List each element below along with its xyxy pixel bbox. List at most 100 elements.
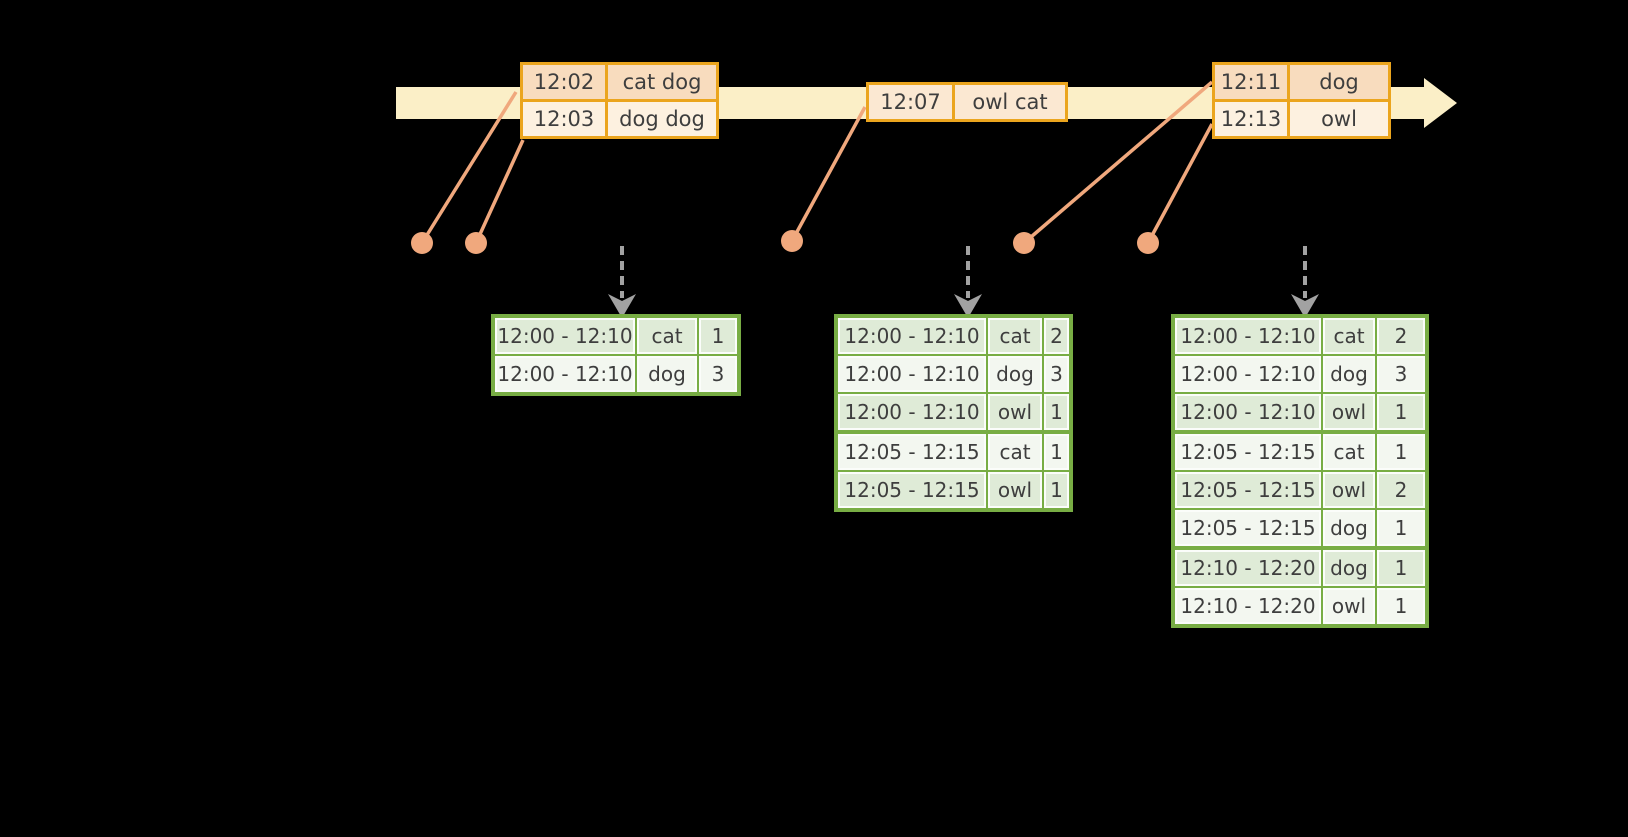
result-table-1: 12:00 - 12:10 cat 1 12:00 - 12:10 dog 3 — [491, 314, 741, 396]
table-row: 12:05 - 12:15 cat 1 — [838, 434, 1069, 470]
event-connector-lines — [420, 80, 1214, 245]
window-group: 12:00 - 12:10 cat 2 12:00 - 12:10 dog 3 … — [1175, 318, 1425, 430]
trigger-arrowheads — [608, 294, 1319, 318]
event-dot — [1013, 232, 1035, 254]
event-box-1: 12:02 cat dog 12:03 dog dog — [520, 62, 719, 139]
table-row: 12:00 - 12:10 dog 3 — [1175, 356, 1425, 392]
count-cell: 1 — [1377, 588, 1425, 624]
window-cell: 12:05 - 12:15 — [1175, 434, 1321, 470]
window-group: 12:10 - 12:20 dog 1 12:10 - 12:20 owl 1 — [1175, 550, 1425, 624]
event-words: cat dog — [608, 65, 716, 99]
table-row: 12:00 - 12:10 cat 2 — [1175, 318, 1425, 354]
event-connector-line — [1022, 80, 1214, 245]
table-row: 12:00 - 12:10 cat 1 — [495, 318, 737, 354]
count-cell: 1 — [1377, 394, 1425, 430]
word-cell: owl — [1323, 394, 1375, 430]
word-cell: cat — [988, 434, 1042, 470]
word-cell: cat — [1323, 318, 1375, 354]
window-cell: 12:05 - 12:15 — [838, 472, 986, 508]
event-time: 12:13 — [1215, 102, 1287, 136]
table-row: 12:00 - 12:10 dog 3 — [838, 356, 1069, 392]
count-cell: 3 — [1377, 356, 1425, 392]
window-cell: 12:00 - 12:10 — [1175, 394, 1321, 430]
count-cell: 3 — [699, 356, 737, 392]
trigger-arrowhead — [954, 294, 982, 318]
word-cell: owl — [988, 472, 1042, 508]
count-cell: 1 — [1044, 472, 1069, 508]
word-cell: owl — [1323, 472, 1375, 508]
window-cell: 12:05 - 12:15 — [1175, 510, 1321, 546]
event-words: owl — [1290, 102, 1388, 136]
window-group: 12:05 - 12:15 cat 1 12:05 - 12:15 owl 1 — [838, 434, 1069, 508]
word-cell: dog — [1323, 510, 1375, 546]
window-cell: 12:00 - 12:10 — [495, 356, 635, 392]
window-cell: 12:00 - 12:10 — [495, 318, 635, 354]
window-cell: 12:00 - 12:10 — [838, 318, 986, 354]
count-cell: 2 — [1377, 472, 1425, 508]
event-words: owl cat — [955, 85, 1065, 119]
count-cell: 2 — [1044, 318, 1069, 354]
event-connector-line — [420, 91, 518, 244]
count-cell: 3 — [1044, 356, 1069, 392]
window-cell: 12:00 - 12:10 — [1175, 356, 1321, 392]
word-cell: dog — [988, 356, 1042, 392]
event-row: 12:02 cat dog — [523, 65, 716, 99]
window-group: 12:00 - 12:10 cat 1 12:00 - 12:10 dog 3 — [495, 318, 737, 392]
event-time: 12:11 — [1215, 65, 1287, 99]
window-cell: 12:10 - 12:20 — [1175, 550, 1321, 586]
event-box-2: 12:07 owl cat — [866, 82, 1068, 122]
table-row: 12:05 - 12:15 dog 1 — [1175, 510, 1425, 546]
window-cell: 12:00 - 12:10 — [838, 356, 986, 392]
event-dot — [781, 230, 803, 252]
event-row: 12:07 owl cat — [869, 85, 1065, 119]
event-time: 12:07 — [869, 85, 952, 119]
event-dot — [411, 232, 433, 254]
word-cell: cat — [637, 318, 697, 354]
table-row: 12:00 - 12:10 cat 2 — [838, 318, 1069, 354]
result-table-2: 12:00 - 12:10 cat 2 12:00 - 12:10 dog 3 … — [834, 314, 1073, 512]
event-time: 12:03 — [523, 102, 605, 136]
event-dot — [1137, 232, 1159, 254]
count-cell: 1 — [1377, 550, 1425, 586]
event-time: 12:02 — [523, 65, 605, 99]
count-cell: 1 — [1377, 510, 1425, 546]
window-group: 12:00 - 12:10 cat 2 12:00 - 12:10 dog 3 … — [838, 318, 1069, 430]
window-cell: 12:00 - 12:10 — [838, 394, 986, 430]
word-cell: owl — [1323, 588, 1375, 624]
event-row: 12:03 dog dog — [523, 102, 716, 136]
event-dot — [465, 232, 487, 254]
event-connector-line — [790, 106, 867, 242]
table-row: 12:05 - 12:15 owl 1 — [838, 472, 1069, 508]
window-cell: 12:10 - 12:20 — [1175, 588, 1321, 624]
event-row: 12:11 dog — [1215, 65, 1388, 99]
table-row: 12:00 - 12:10 dog 3 — [495, 356, 737, 392]
event-box-3: 12:11 dog 12:13 owl — [1212, 62, 1391, 139]
table-row: 12:00 - 12:10 owl 1 — [1175, 394, 1425, 430]
word-cell: dog — [637, 356, 697, 392]
event-words: dog dog — [608, 102, 716, 136]
window-cell: 12:05 - 12:15 — [1175, 472, 1321, 508]
count-cell: 2 — [1377, 318, 1425, 354]
event-dots — [411, 230, 1159, 254]
table-row: 12:10 - 12:20 owl 1 — [1175, 588, 1425, 624]
count-cell: 1 — [1044, 434, 1069, 470]
trigger-arrowhead — [1291, 294, 1319, 318]
window-cell: 12:05 - 12:15 — [838, 434, 986, 470]
table-row: 12:05 - 12:15 cat 1 — [1175, 434, 1425, 470]
trigger-arrows — [620, 246, 1307, 298]
count-cell: 1 — [699, 318, 737, 354]
table-row: 12:05 - 12:15 owl 2 — [1175, 472, 1425, 508]
window-group: 12:05 - 12:15 cat 1 12:05 - 12:15 owl 2 … — [1175, 434, 1425, 546]
word-cell: dog — [1323, 550, 1375, 586]
result-table-3: 12:00 - 12:10 cat 2 12:00 - 12:10 dog 3 … — [1171, 314, 1429, 628]
word-cell: owl — [988, 394, 1042, 430]
event-words: dog — [1290, 65, 1388, 99]
word-cell: cat — [988, 318, 1042, 354]
count-cell: 1 — [1377, 434, 1425, 470]
event-connector-line — [1146, 123, 1214, 244]
event-connector-line — [474, 139, 525, 244]
window-cell: 12:00 - 12:10 — [1175, 318, 1321, 354]
trigger-arrowhead — [608, 294, 636, 318]
word-cell: cat — [1323, 434, 1375, 470]
